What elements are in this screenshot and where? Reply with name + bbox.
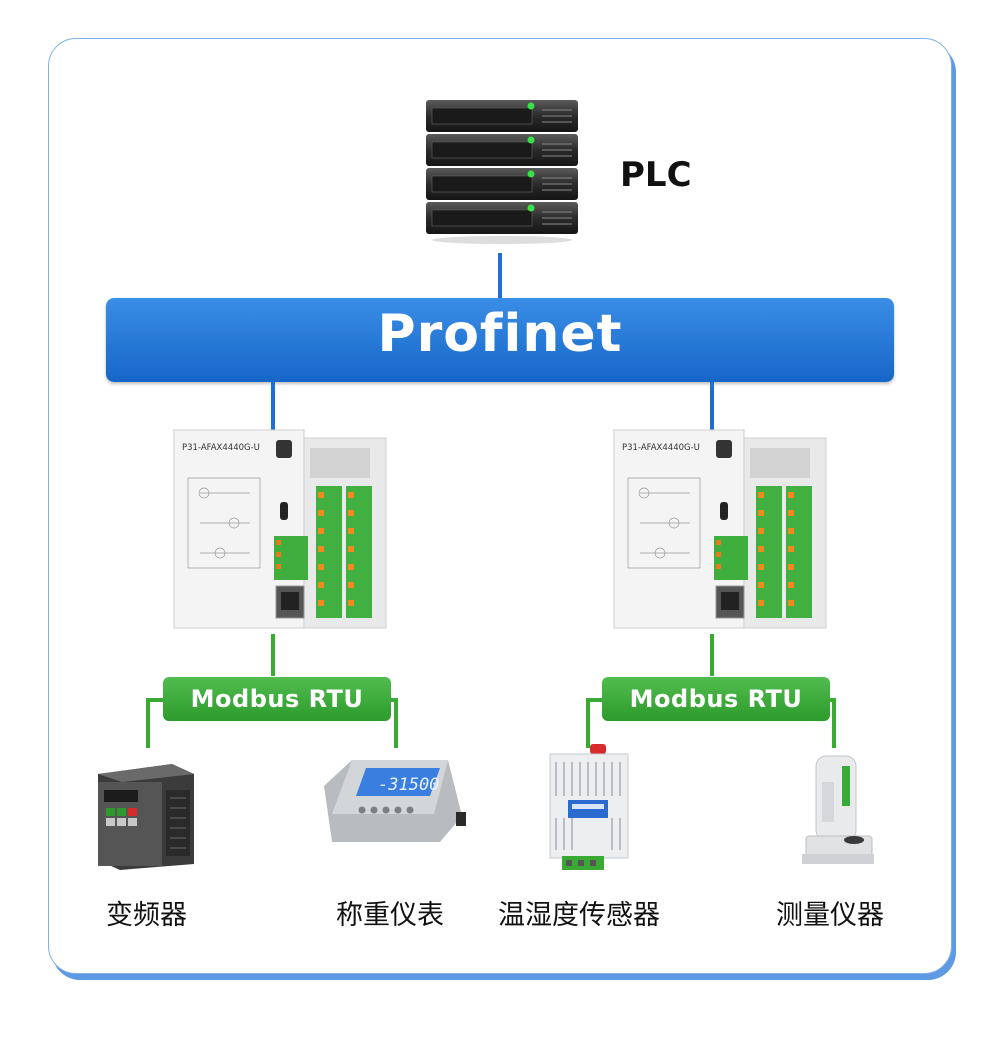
gateway-module-left: P31-AFAX4440G-U xyxy=(173,429,387,629)
plc-server-icon xyxy=(426,100,578,244)
gateway-model-text: P31-AFAX4440G-U xyxy=(622,443,700,453)
profinet-label: Profinet xyxy=(377,304,623,364)
weighing-indicator-icon: -31500 xyxy=(324,760,466,842)
bus-gateway-link-right xyxy=(710,382,714,432)
profinet-bus: Profinet xyxy=(106,298,894,382)
device-label-inverter: 变频器 xyxy=(106,900,187,931)
plc-label: PLC xyxy=(620,155,692,195)
modbus-rtu-badge-right: Modbus RTU xyxy=(602,677,830,721)
gateway-module-right: P31-AFAX4440G-U xyxy=(613,429,827,629)
device-label-temp-humidity-sensor: 温湿度传感器 xyxy=(498,900,660,931)
inverter-icon xyxy=(98,764,194,870)
measuring-instrument-icon xyxy=(802,755,874,864)
weighing-display-text: -31500 xyxy=(378,775,439,795)
bus-gateway-link-left xyxy=(271,382,275,432)
modbus-rtu-badge-left: Modbus RTU xyxy=(163,677,391,721)
device-label-measuring-instrument: 测量仪器 xyxy=(776,900,884,931)
temperature-humidity-sensor-icon xyxy=(549,744,629,870)
device-label-weighing-indicator: 称重仪表 xyxy=(336,900,444,931)
plc-bus-link xyxy=(498,253,502,299)
gateway-model-text: P31-AFAX4440G-U xyxy=(182,443,260,453)
